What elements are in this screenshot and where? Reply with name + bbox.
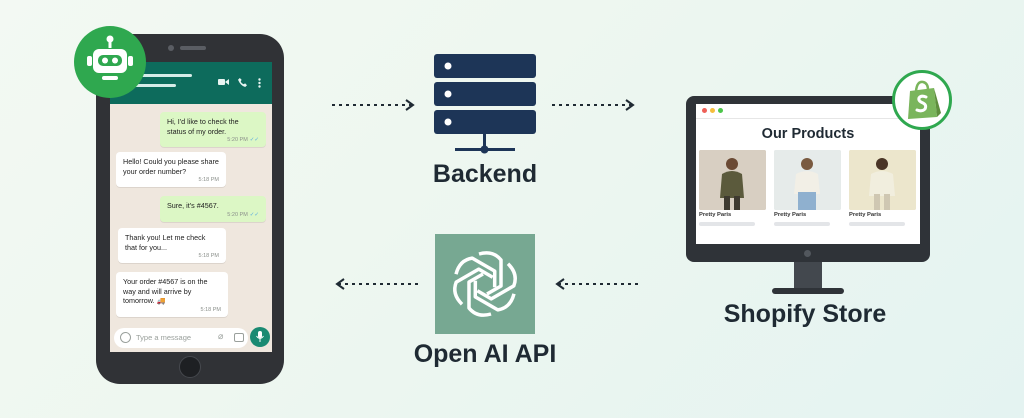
- product-image[interactable]: [699, 150, 766, 210]
- shopify-bag-icon: [892, 70, 952, 130]
- chat-message: Hello! Could you please share your order…: [116, 152, 226, 188]
- chat-message: Hi, I'd like to check the status of my o…: [160, 112, 266, 148]
- message-text: Your order #4567 is on the way and will …: [123, 277, 208, 306]
- robot-icon: [74, 26, 146, 98]
- message-time: 5:18 PM: [198, 177, 219, 184]
- phone-camera: [168, 45, 174, 51]
- read-receipt-icon: ✓✓: [249, 211, 259, 218]
- product-name[interactable]: Pretty Paris: [699, 212, 732, 218]
- microphone-button[interactable]: [250, 327, 270, 347]
- arrow-backend-to-shopify: [552, 99, 635, 111]
- message-time: 5:18 PM: [198, 253, 219, 260]
- contact-name-placeholder: [132, 74, 192, 77]
- arrow-phone-to-backend: [332, 99, 415, 111]
- product-name[interactable]: Pretty Paris: [774, 212, 807, 218]
- message-input[interactable]: Type a message ⌀: [114, 328, 248, 348]
- input-placeholder: Type a message: [136, 333, 192, 342]
- monitor-stand: [794, 262, 822, 290]
- camera-icon[interactable]: [234, 333, 244, 342]
- close-dot-icon: [702, 108, 707, 113]
- message-text: Hi, I'd like to check the status of my o…: [167, 117, 239, 136]
- browser-divider: [696, 118, 920, 119]
- product-name[interactable]: Pretty Paris: [849, 212, 882, 218]
- product-image[interactable]: [849, 150, 916, 210]
- more-options-icon[interactable]: [258, 78, 261, 91]
- store-title: Our Products: [761, 126, 855, 142]
- openai-logo-icon: [435, 234, 535, 334]
- phone-call-icon[interactable]: [238, 78, 247, 90]
- server-rack-icon: [434, 54, 536, 154]
- product-price-placeholder: [849, 222, 905, 226]
- maximize-dot-icon: [718, 108, 723, 113]
- video-call-icon[interactable]: [218, 78, 229, 89]
- message-time: 5:18 PM: [200, 306, 221, 313]
- arrow-openai-to-phone: [335, 278, 418, 290]
- store-browser-window: Our Products Pretty Paris Pretty Paris P…: [696, 104, 920, 244]
- chat-message: Your order #4567 is on the way and will …: [116, 272, 228, 317]
- monitor-power-dot: [804, 250, 811, 257]
- monitor-base: [772, 288, 844, 294]
- message-text: Hello! Could you please share your order…: [123, 157, 219, 176]
- openai-label: Open AI API: [413, 340, 557, 368]
- backend-label: Backend: [432, 160, 538, 188]
- emoji-icon[interactable]: [120, 332, 131, 343]
- contact-status-placeholder: [132, 84, 176, 87]
- chat-message: Thank you! Let me check that for you... …: [118, 228, 226, 264]
- read-receipt-icon: ✓✓: [249, 137, 259, 144]
- phone-speaker: [180, 46, 206, 50]
- message-time: 5:20 PM: [227, 137, 248, 144]
- chat-screen: Hi, I'd like to check the status of my o…: [110, 62, 272, 352]
- chat-message: Sure, it's #4567. 5:20 PM✓✓: [160, 196, 266, 222]
- message-text: Sure, it's #4567.: [167, 201, 219, 210]
- attachment-icon[interactable]: ⌀: [218, 331, 224, 341]
- message-text: Thank you! Let me check that for you...: [125, 233, 206, 252]
- minimize-dot-icon: [710, 108, 715, 113]
- phone-home-button: [179, 356, 201, 378]
- product-image[interactable]: [774, 150, 841, 210]
- shopify-label: Shopify Store: [723, 300, 887, 328]
- arrow-shopify-to-openai: [555, 278, 638, 290]
- product-price-placeholder: [699, 222, 755, 226]
- message-time: 5:20 PM: [227, 211, 248, 218]
- product-price-placeholder: [774, 222, 830, 226]
